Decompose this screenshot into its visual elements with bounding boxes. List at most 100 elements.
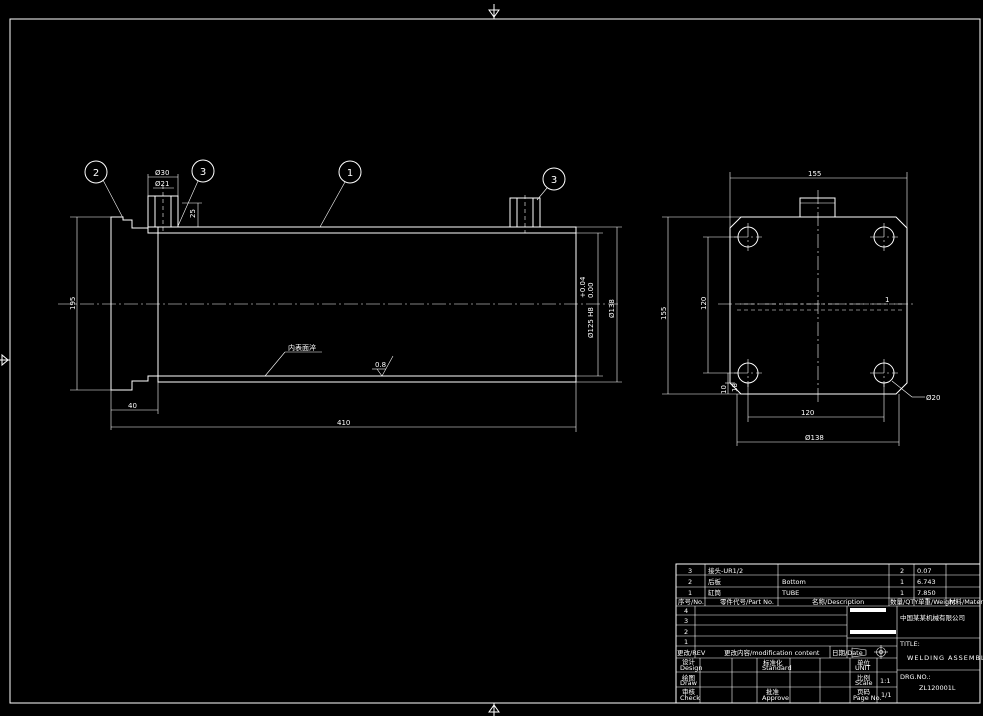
bom-header-qty: 数量/QTY: [890, 597, 918, 606]
bom-row-3-no: 1: [688, 589, 692, 597]
bom-header-no: 序号/No.: [678, 597, 704, 606]
unit-cn: 单位: [857, 658, 871, 667]
dim-w120: 120: [801, 409, 814, 417]
side-view: 155 155 120 10 18 120 Ø138: [660, 170, 940, 446]
balloon-3-left: 3: [177, 159, 215, 227]
title-label: TITLE:: [899, 640, 920, 648]
company-logo-bar-1: [850, 608, 886, 612]
std-cn: 标准化: [763, 658, 783, 667]
signature-block: 设计 Design 绘图 Draw 审核 Check 标准化 Standard …: [676, 657, 897, 703]
end-plate-section: [110, 216, 159, 391]
bom-row-1-weight: 0.07: [917, 567, 931, 575]
revision-table: 4 3 2 1 更改/REV 更改内容/modification content…: [676, 606, 897, 659]
dim-d138-side: Ø138: [805, 434, 824, 442]
company-logo-bar-2: [850, 630, 896, 634]
rev-header-content: 更改内容/modification content: [724, 648, 820, 657]
dim-d125-tol-lower: 0.00: [587, 282, 595, 298]
title-block: 3 接头-UR1/2 2 0.07 2 后板 Bottom 1 6.743 1 …: [675, 563, 983, 704]
bom-row-3-weight: 7.850: [917, 589, 936, 597]
approve-en: Approve: [762, 694, 789, 702]
section-marker: 1: [885, 296, 889, 304]
scale-cn: 比例: [857, 673, 870, 682]
dim-h18: 18: [731, 383, 739, 392]
dim-w410: 410: [337, 419, 350, 427]
svg-text:3: 3: [200, 167, 206, 178]
dim-h120: 120: [700, 297, 708, 310]
sig-design-en: Design: [680, 664, 702, 672]
dim-d138-front: Ø138: [608, 299, 616, 318]
rev-row-2: 2: [684, 628, 688, 636]
sig-check-cn: 审核: [682, 687, 696, 696]
sheet-en: Page No.: [853, 694, 882, 702]
dim-d30: Ø30: [155, 169, 169, 177]
sig-check-en: Check: [680, 694, 700, 702]
dim-d21: Ø21: [155, 180, 169, 188]
bom-row-1-no: 3: [688, 567, 692, 575]
side-plate-outline: [729, 216, 908, 395]
bom-row-3-code: 缸筒: [708, 588, 722, 597]
dim-d125-tol-upper: +0.04: [579, 276, 587, 298]
side-boss: [799, 197, 836, 218]
bom-table: 3 接头-UR1/2 2 0.07 2 后板 Bottom 1 6.743 1 …: [676, 564, 983, 607]
bolt-holes: [734, 223, 898, 387]
bom-row-1-code: 接头-UR1/2: [708, 566, 743, 575]
scale-en: Scale: [855, 679, 873, 687]
bom-row-3-name: TUBE: [781, 589, 799, 597]
dim-h195: 195: [69, 297, 77, 310]
roughness-symbol: 0.8: [372, 355, 394, 377]
bom-header-name: 名称/Description: [812, 597, 864, 606]
bom-row-2-qty: 1: [900, 578, 904, 586]
svg-text:3: 3: [551, 175, 557, 186]
svg-text:2: 2: [93, 168, 99, 179]
balloon-3-right: 3: [536, 167, 566, 201]
balloon-1: 1: [319, 160, 362, 228]
centering-marks: [0, 4, 500, 716]
rev-row-3: 3: [684, 617, 688, 625]
bom-row-2-name: Bottom: [782, 578, 806, 586]
bom-row-2-weight: 6.743: [917, 578, 936, 586]
drawing-frame: [9, 18, 981, 704]
rev-header-date: 日期/Date: [832, 649, 863, 657]
dim-h25: 25: [189, 209, 197, 218]
note-inner-surface: 内表面淬: [288, 343, 316, 352]
dwg-no-label: DRG.NO.:: [900, 673, 931, 681]
rev-row-4: 4: [684, 607, 688, 615]
front-dimensions: Ø30 Ø21 25 195 Ø125 H8 +0.04 0.00: [69, 169, 622, 432]
drawing-title: WELDING ASSEMBLY: [907, 654, 983, 662]
bom-row-2-no: 2: [688, 578, 692, 586]
balloon-2: 2: [84, 160, 124, 219]
sig-design-cn: 设计: [682, 657, 696, 666]
dim-w40: 40: [128, 402, 137, 410]
scale-value: 1:1: [880, 677, 890, 685]
tube-wall-bottom: [157, 375, 577, 383]
company-name: 中国某某机械有限公司: [900, 613, 965, 622]
sheet-value: 1/1: [881, 691, 891, 699]
sig-draw-en: Draw: [680, 679, 698, 687]
dim-d20: Ø20: [926, 394, 940, 402]
bom-header-code: 零件代号/Part No.: [720, 597, 774, 606]
bom-row-3-qty: 1: [900, 589, 904, 597]
bom-row-1-qty: 2: [900, 567, 904, 575]
sheet-cn: 页码: [857, 688, 871, 696]
fitting-left: [147, 185, 179, 233]
unit-en: UNIT: [855, 664, 871, 672]
dim-d125: Ø125 H8: [587, 307, 595, 338]
fitting-right: [509, 195, 541, 233]
dwg-no: ZL120001L: [919, 684, 956, 692]
dim-h155: 155: [660, 307, 668, 320]
bom-header-remark: 材料/Material: [949, 597, 983, 606]
side-dimensions: 155 155 120 10 18 120 Ø138: [660, 170, 940, 446]
front-view: 2 3 1 3 Ø30 Ø21: [58, 159, 622, 432]
dim-h10: 10: [720, 385, 728, 394]
std-en: Standard: [762, 664, 792, 672]
bom-row-2-code: 后板: [708, 577, 722, 586]
dim-w155: 155: [808, 170, 821, 178]
rev-row-1: 1: [684, 638, 688, 646]
rev-header-rev: 更改/REV: [677, 648, 706, 657]
sig-draw-cn: 绘图: [682, 673, 695, 682]
bom-header-weight: 单重/Weight: [918, 597, 956, 606]
projection-symbol: [851, 645, 888, 659]
svg-text:0.8: 0.8: [375, 361, 386, 369]
tube-wall-top: [157, 226, 577, 234]
